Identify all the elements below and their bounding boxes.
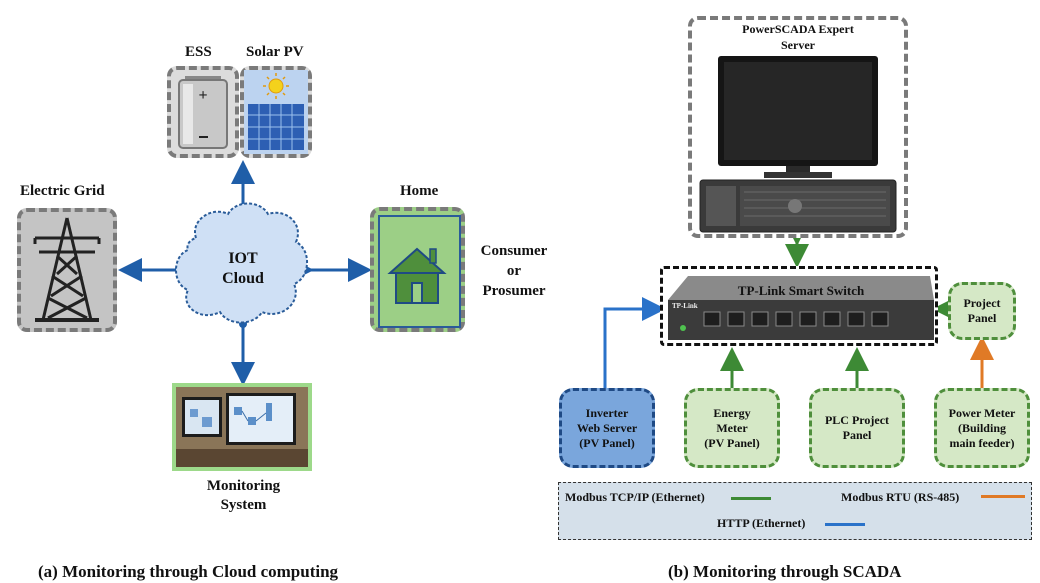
switch-brand: TP-Link [672, 302, 698, 310]
switch-label: TP-Link Smart Switch [737, 283, 865, 298]
legend-modbus-rtu-swatch [981, 495, 1025, 498]
server-line2: Server [781, 38, 815, 52]
ess-box: + [167, 66, 239, 158]
monitoring-screens-icon [176, 387, 308, 467]
grid-label: Electric Grid [20, 183, 105, 199]
energy-meter-line2: Meter [716, 420, 748, 435]
cloud-line2: Cloud [222, 270, 264, 287]
battery-icon: + [178, 76, 228, 149]
home-label: Home [400, 183, 439, 199]
power-meter-line3: main feeder) [949, 435, 1015, 450]
arrow-inverter-switch [603, 297, 666, 388]
power-meter-line2: (Building [957, 420, 1006, 435]
home-box [370, 207, 465, 332]
legend-modbus-rtu-label: Modbus RTU (RS-485) [841, 490, 960, 504]
plc-line1: PLC Project [824, 413, 890, 427]
cloud-line1: IOT [228, 250, 258, 267]
solar-panel-icon [244, 70, 308, 154]
monitoring-box [172, 383, 312, 471]
server-line1: PowerSCADA Expert [742, 22, 854, 36]
monitoring-line2: System [220, 497, 267, 513]
switch-box [660, 266, 938, 346]
consumer-line3: Prosumer [482, 283, 546, 299]
transmission-tower-icon [33, 217, 101, 322]
inverter-line1: Inverter [585, 405, 629, 420]
inverter-line2: Web Server [576, 420, 638, 435]
project-panel-line1: Project [963, 296, 1001, 310]
consumer-line2: or [506, 263, 522, 279]
caption-b: (b) Monitoring through SCADA [668, 562, 902, 581]
energy-meter-line3: (PV Panel) [704, 435, 760, 450]
solar-label: Solar PV [246, 44, 304, 60]
legend-modbus-tcp-label: Modbus TCP/IP (Ethernet) [565, 490, 705, 504]
legend-http-label: HTTP (Ethernet) [717, 516, 806, 530]
monitoring-line1: Monitoring [206, 478, 281, 494]
ess-label: ESS [185, 44, 212, 60]
grid-box [17, 208, 117, 332]
caption-a: (a) Monitoring through Cloud computing [38, 562, 339, 581]
solar-box [240, 66, 312, 158]
consumer-line1: Consumer [480, 243, 548, 259]
legend-modbus-tcp-swatch [731, 497, 771, 500]
power-meter-line1: Power Meter [948, 405, 1016, 420]
svg-text:+: + [198, 87, 207, 104]
project-panel-line2: Panel [967, 311, 997, 325]
energy-meter-line1: Energy [713, 405, 751, 420]
legend-http-swatch [825, 523, 865, 526]
inverter-line3: (PV Panel) [579, 435, 635, 450]
legend-box: Modbus TCP/IP (Ethernet) Modbus RTU (RS-… [558, 482, 1032, 540]
plc-line2: Panel [842, 428, 872, 442]
house-icon [387, 247, 447, 304]
